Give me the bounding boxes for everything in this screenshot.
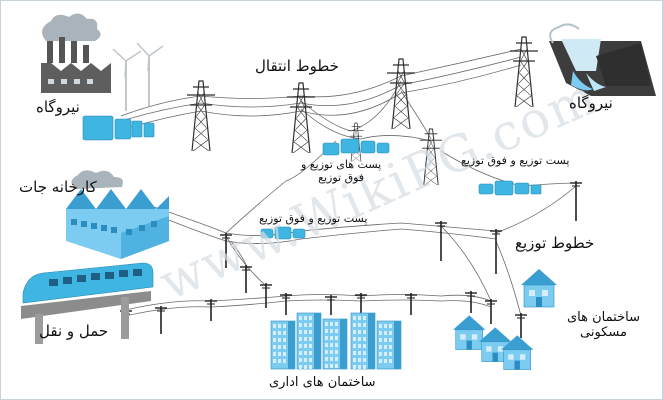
transmission-tower-2 <box>287 82 315 154</box>
transmission-tower-3 <box>387 58 415 130</box>
transmission-tower-1 <box>187 80 215 152</box>
distribution-pole-4 <box>220 233 232 268</box>
distribution-pole-16 <box>515 313 527 338</box>
label-substation-top: پست های توزیع و فوق توزیع <box>301 158 382 184</box>
distribution-pole-14 <box>465 291 477 313</box>
house-2 <box>453 315 486 350</box>
transmission-tower-5 <box>419 128 443 186</box>
label-residential: ساختمان های مسکونی <box>567 310 640 341</box>
substation-equipment-right <box>478 180 542 196</box>
distribution-pole-1 <box>570 181 582 221</box>
distribution-pole-9 <box>155 306 167 334</box>
label-office-buildings: ساختمان های اداری <box>269 375 376 390</box>
distribution-pole-7 <box>280 293 292 315</box>
distribution-pole-8 <box>205 299 217 321</box>
house-1 <box>521 269 557 308</box>
office-buildings-icon <box>270 312 402 370</box>
distribution-pole-15 <box>485 299 497 324</box>
label-power-plant-right: نیروگاه <box>569 94 613 112</box>
label-transportation: حمل و نقل <box>39 322 109 340</box>
label-distribution-lines: خطوط توزیع <box>515 234 595 252</box>
office-building-1 <box>270 320 296 370</box>
distribution-pole-11 <box>405 293 417 315</box>
substation-equipment-top <box>322 138 390 156</box>
office-building-2 <box>296 312 322 370</box>
power-plant-right-icon <box>549 23 656 96</box>
office-building-5 <box>376 320 402 370</box>
distribution-pole-2 <box>490 229 502 274</box>
label-substation-right: پست توزیع و فوق توزیع <box>461 154 570 167</box>
distribution-pole-12 <box>355 293 367 315</box>
distribution-pole-6 <box>260 283 272 308</box>
label-substation-middle: پست توزیع و فوق توزیع <box>259 212 368 225</box>
transmission-tower-4 <box>510 36 538 108</box>
label-residential-line2: مسکونی <box>580 324 627 340</box>
transmission-towers <box>187 36 538 186</box>
factory-building-icon <box>66 170 169 259</box>
transmission-wires <box>120 48 577 318</box>
distribution-poles <box>120 181 582 338</box>
distribution-pole-13 <box>325 295 337 315</box>
distribution-pole-5 <box>240 265 252 293</box>
label-substation-top-line2: فوق توزیع <box>318 170 365 184</box>
label-substation-top-line1: پست های توزیع و <box>301 158 382 171</box>
house-4 <box>501 335 534 370</box>
monorail-train-icon <box>21 262 154 344</box>
label-power-plant-left: نیروگاه <box>36 98 80 116</box>
residential-houses-icon <box>453 269 557 370</box>
label-transmission-lines: خطوط انتقال <box>255 57 339 75</box>
label-factories: کارخانه جات <box>19 178 97 196</box>
power-plant-left-icon <box>41 13 164 141</box>
substation-equipment-middle <box>260 226 306 240</box>
label-residential-line1: ساختمان های <box>567 310 640 325</box>
office-building-3 <box>322 318 348 370</box>
distribution-pole-3 <box>435 221 447 261</box>
office-building-4 <box>350 312 376 370</box>
house-3 <box>479 327 512 362</box>
